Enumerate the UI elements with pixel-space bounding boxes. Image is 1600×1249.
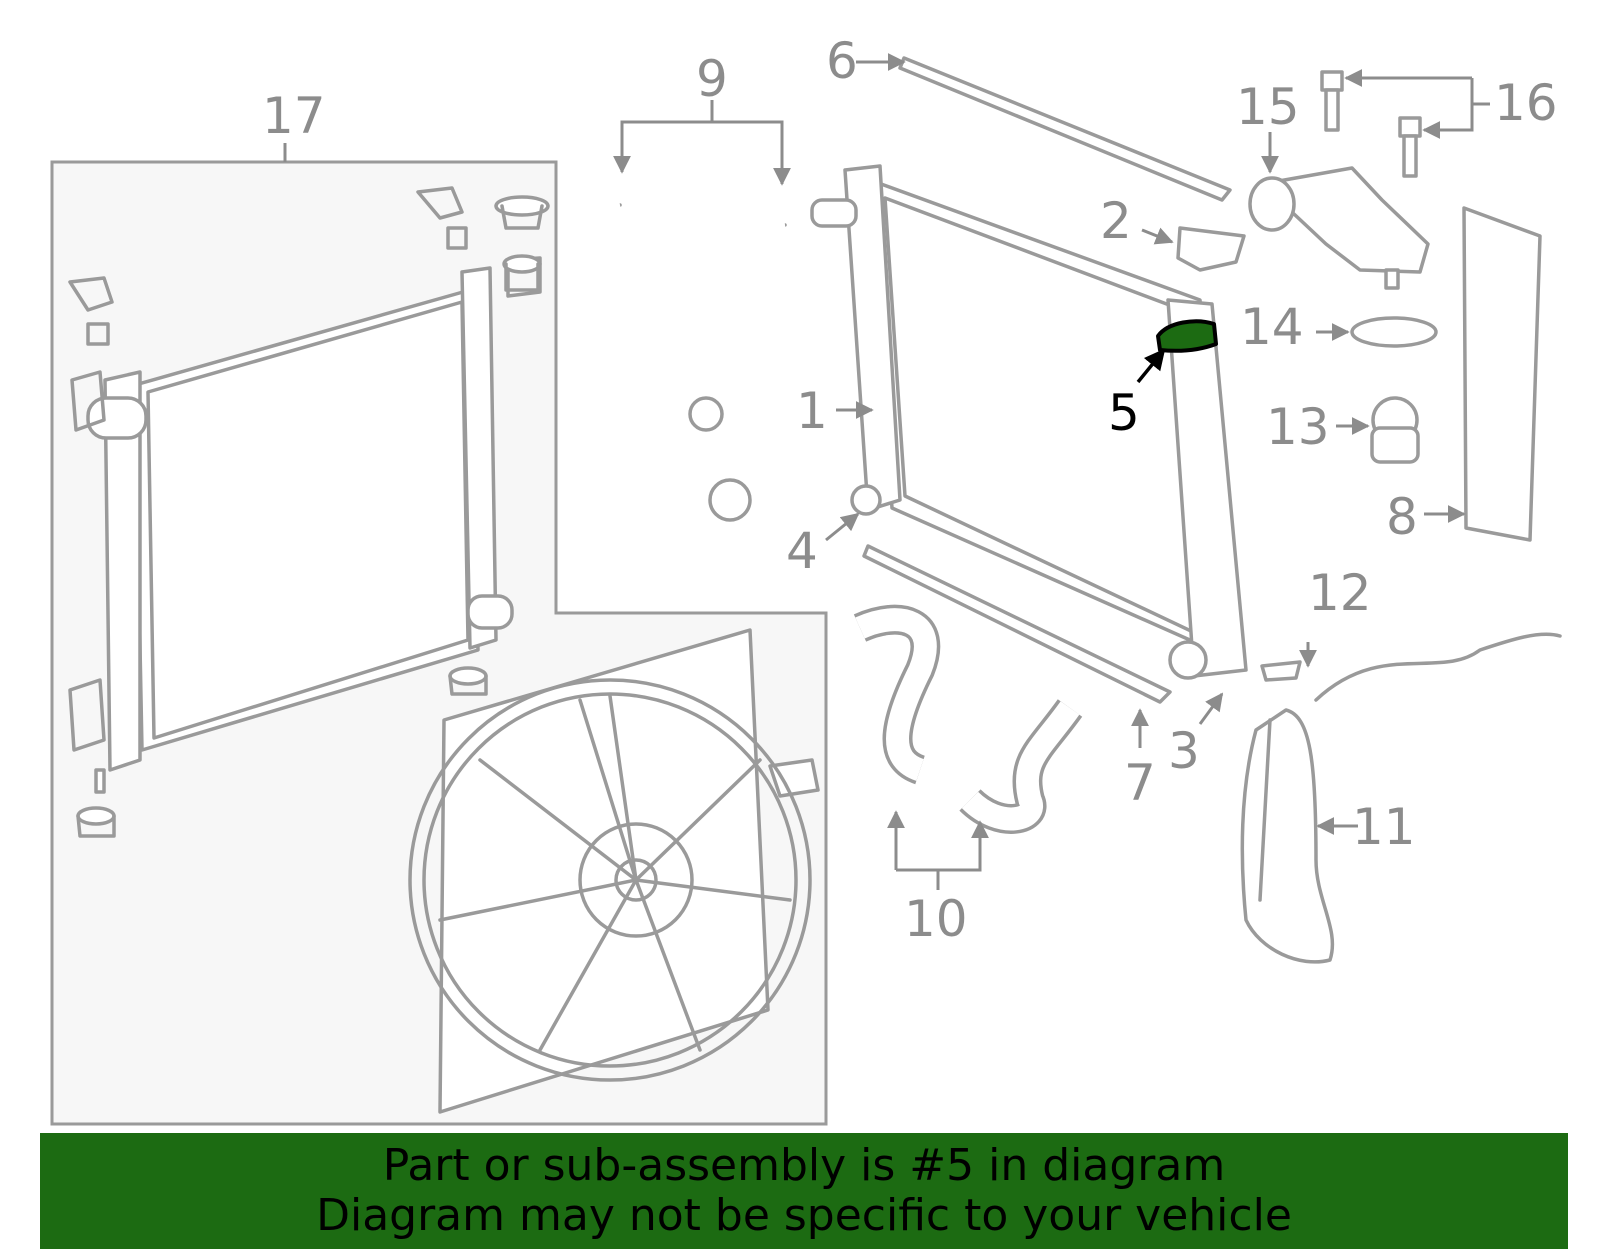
main-radiator	[810, 164, 1248, 680]
callout-1: 1	[796, 382, 828, 440]
callout-labels: 17 9 6 2 15 16 14 5 1 13 8 4 12 7 3 11 1…	[262, 32, 1558, 948]
banner-line-disclaimer: Diagram may not be specific to your vehi…	[316, 1190, 1292, 1241]
callout-13: 13	[1266, 398, 1330, 456]
callout-6: 6	[826, 32, 858, 90]
info-banner: Part or sub-assembly is #5 in diagram Di…	[40, 1133, 1568, 1249]
callout-2: 2	[1100, 192, 1132, 250]
callout-16: 16	[1494, 74, 1558, 132]
thermostat-13	[1370, 396, 1420, 464]
callout-15: 15	[1236, 78, 1300, 136]
callout-7: 7	[1124, 754, 1156, 812]
callout-4: 4	[786, 522, 818, 580]
seal-14	[1350, 316, 1438, 348]
bar-6	[898, 56, 1232, 202]
callout-17: 17	[262, 87, 326, 145]
inset-small-parts	[68, 186, 820, 838]
inset-fan-shroud	[408, 628, 812, 1114]
inset-radiator	[68, 256, 542, 794]
housing-15	[1248, 166, 1430, 290]
upper-hoses-9	[559, 100, 791, 522]
panel-8	[1462, 206, 1542, 542]
callout-5: 5	[1108, 384, 1140, 442]
bolts-16	[1320, 69, 1490, 178]
callout-14: 14	[1240, 298, 1304, 356]
callout-9: 9	[696, 50, 728, 108]
callout-8: 8	[1386, 488, 1418, 546]
callout-12: 12	[1308, 564, 1372, 622]
reservoir-11	[1240, 632, 1562, 964]
highlighted-part-5	[1156, 319, 1218, 353]
callout-3: 3	[1168, 722, 1200, 780]
banner-line-part: Part or sub-assembly is #5 in diagram	[382, 1140, 1226, 1191]
callout-11: 11	[1352, 798, 1416, 856]
lower-hoses-10	[853, 604, 1083, 890]
bar-7	[862, 544, 1172, 704]
bracket-2	[1176, 226, 1246, 272]
callout-10: 10	[904, 890, 968, 948]
leader-lines	[825, 53, 1466, 835]
